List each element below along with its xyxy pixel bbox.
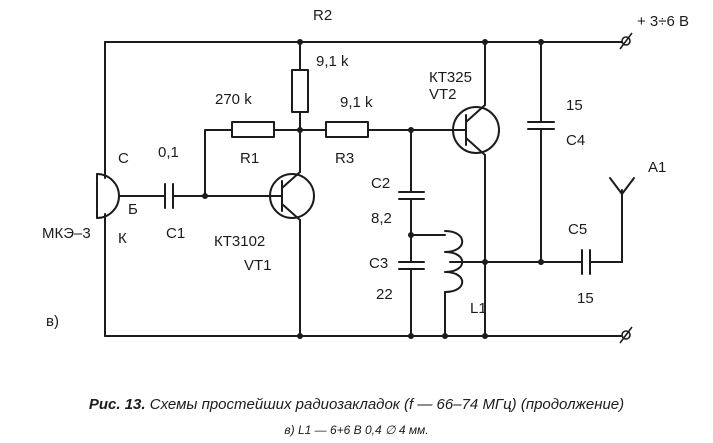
resistor-r2 [291, 41, 309, 166]
figure-caption: Рис. 13. Схемы простейших радиозакладок … [0, 396, 713, 413]
label-variant: в) [46, 313, 59, 330]
figure-caption-note: в) L1 — 6+6 В 0,4 ∅ 4 мм. [0, 423, 713, 437]
terminal-ground [619, 326, 633, 344]
antenna-a1 [609, 177, 635, 263]
resistor-r1 [204, 121, 327, 197]
label-mic-k: К [118, 230, 127, 247]
label-c3-value: 22 [376, 286, 393, 303]
label-c1: C1 [166, 225, 185, 242]
capacitor-c5 [484, 249, 623, 275]
terminal-positive [619, 32, 633, 50]
label-c2: C2 [371, 175, 390, 192]
capacitor-c4 [527, 41, 555, 263]
capacitor-c1 [164, 183, 271, 209]
label-c5: C5 [568, 221, 587, 238]
inductor-l1 [410, 230, 486, 337]
label-r1: R1 [240, 150, 259, 167]
label-mic: МКЭ–3 [42, 225, 91, 242]
label-mic-c: С [118, 150, 129, 167]
label-vt1-type: КТ3102 [214, 233, 265, 250]
label-r3: R3 [335, 150, 354, 167]
label-vt2: VT2 [429, 86, 457, 103]
label-c1-value: 0,1 [158, 144, 179, 161]
transistor-vt2 [452, 41, 500, 337]
microphone-mke3 [96, 41, 166, 337]
label-supply: + 3÷6 В [637, 13, 689, 30]
label-r3-value: 9,1 k [340, 94, 373, 111]
label-c5-value: 15 [577, 290, 594, 307]
label-r2-value: 9,1 k [316, 53, 349, 70]
label-a1: A1 [648, 159, 666, 176]
label-vt1: VT1 [244, 257, 272, 274]
capacitor-c2 [398, 129, 425, 236]
label-vt2-type: КТ325 [429, 69, 472, 86]
junction-dots [202, 39, 544, 339]
label-r1-value: 270 k [215, 91, 252, 108]
label-c4-value: 15 [566, 97, 583, 114]
capacitor-c3 [398, 234, 425, 337]
label-l1: L1 [470, 300, 487, 317]
caption-title: Схемы простейших радиозакладок (f — 66–7… [149, 396, 625, 413]
label-r2: R2 [313, 7, 332, 24]
resistor-r3 [325, 121, 454, 138]
label-mic-b: Б [128, 201, 138, 218]
label-c2-value: 8,2 [371, 210, 392, 227]
label-c3: C3 [369, 255, 388, 272]
label-c4: C4 [566, 132, 585, 149]
caption-note: в) L1 — 6+6 В 0,4 ∅ 4 мм. [284, 423, 429, 437]
caption-prefix: Рис. 13. [88, 396, 146, 413]
transistor-vt1 [269, 164, 315, 337]
